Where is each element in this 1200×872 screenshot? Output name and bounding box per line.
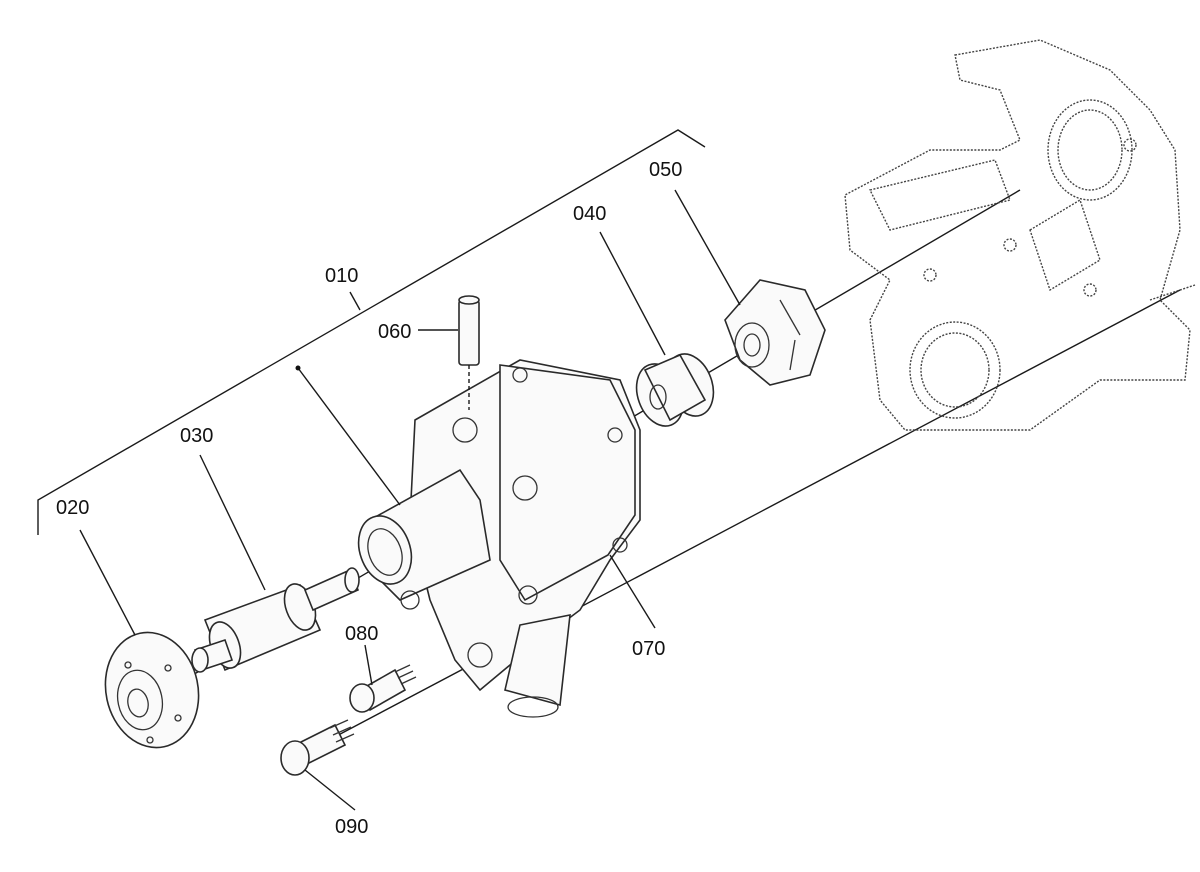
callout-030: 030 [180, 425, 213, 447]
callout-040: 040 [573, 203, 606, 225]
bolt-090 [280, 719, 355, 776]
seal-040 [635, 353, 715, 427]
bolt-axis-line [309, 289, 1181, 751]
callout-060: 060 [378, 321, 411, 343]
pulley-flange-020 [104, 631, 200, 749]
pump-housing-010 [357, 359, 641, 718]
callout-010: 010 [325, 265, 358, 287]
callout-070: 070 [632, 638, 665, 660]
callout-050: 050 [649, 159, 682, 181]
assembly-bracket [37, 129, 706, 535]
engine-block [844, 39, 1196, 431]
callout-090: 090 [335, 816, 368, 838]
pin-060 [458, 295, 480, 410]
callout-020: 020 [56, 497, 89, 519]
impeller-050 [724, 279, 826, 386]
shaft-bearing-030 [191, 567, 360, 673]
bolt-080 [349, 664, 417, 713]
leader-lines [79, 189, 741, 811]
callout-080: 080 [345, 623, 378, 645]
